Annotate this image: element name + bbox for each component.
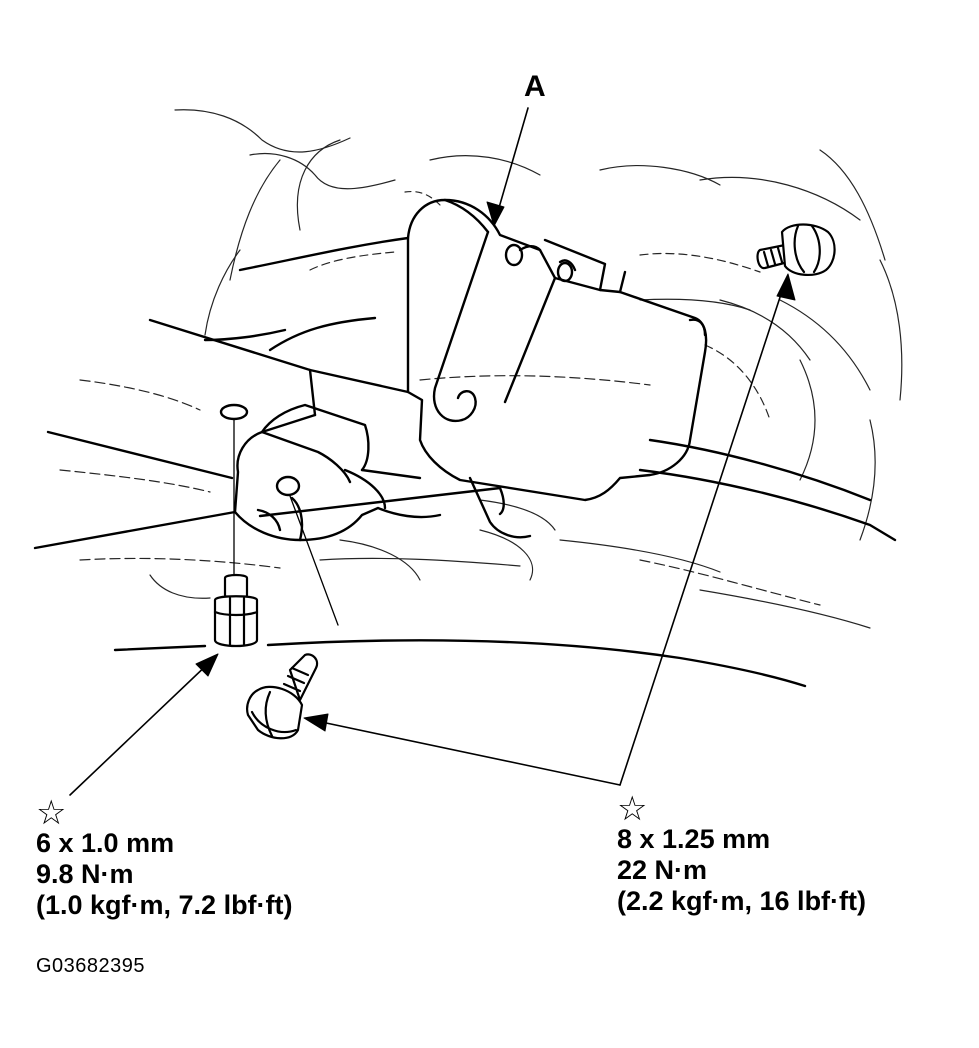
frame-lower-line bbox=[266, 639, 807, 688]
bolt-hole-lower bbox=[275, 475, 301, 497]
torque-nm-8mm: 22 N·m bbox=[617, 855, 708, 885]
star-icon: ☆ bbox=[617, 790, 648, 828]
bolt-hole-subframe bbox=[219, 403, 249, 421]
arrowheads bbox=[195, 201, 796, 732]
callout-label-a: A bbox=[524, 70, 546, 103]
subframe bbox=[33, 236, 897, 550]
bolt-8mm-lower bbox=[246, 653, 319, 740]
bolt-size-6mm: 6 x 1.0 mm bbox=[36, 828, 175, 858]
mount-bracket bbox=[406, 198, 708, 539]
bolt-6mm bbox=[213, 573, 259, 648]
bolt-size-8mm: 8 x 1.25 mm bbox=[617, 824, 771, 854]
alignment-lines bbox=[233, 419, 339, 626]
torque-nm-6mm: 9.8 N·m bbox=[36, 859, 134, 889]
torque-alt-8mm: (2.2 kgf·m, 16 lbf·ft) bbox=[617, 886, 867, 916]
bolt-8mm-upper bbox=[756, 223, 836, 276]
torque-spec-8mm: ☆ 8 x 1.25 mm 22 N·m (2.2 kgf·m, 16 lbf·… bbox=[617, 792, 866, 917]
torque-alt-6mm: (1.0 kgf·m, 7.2 lbf·ft) bbox=[36, 890, 293, 920]
frame-lower-line-left bbox=[113, 644, 207, 652]
figure-id: G03682395 bbox=[36, 955, 146, 977]
star-icon: ☆ bbox=[36, 794, 67, 832]
lower-bracket bbox=[219, 403, 442, 542]
background-outlines bbox=[59, 109, 903, 629]
torque-spec-6mm: ☆ 6 x 1.0 mm 9.8 N·m (1.0 kgf·m, 7.2 lbf… bbox=[36, 796, 293, 921]
leader-lines bbox=[69, 107, 786, 796]
